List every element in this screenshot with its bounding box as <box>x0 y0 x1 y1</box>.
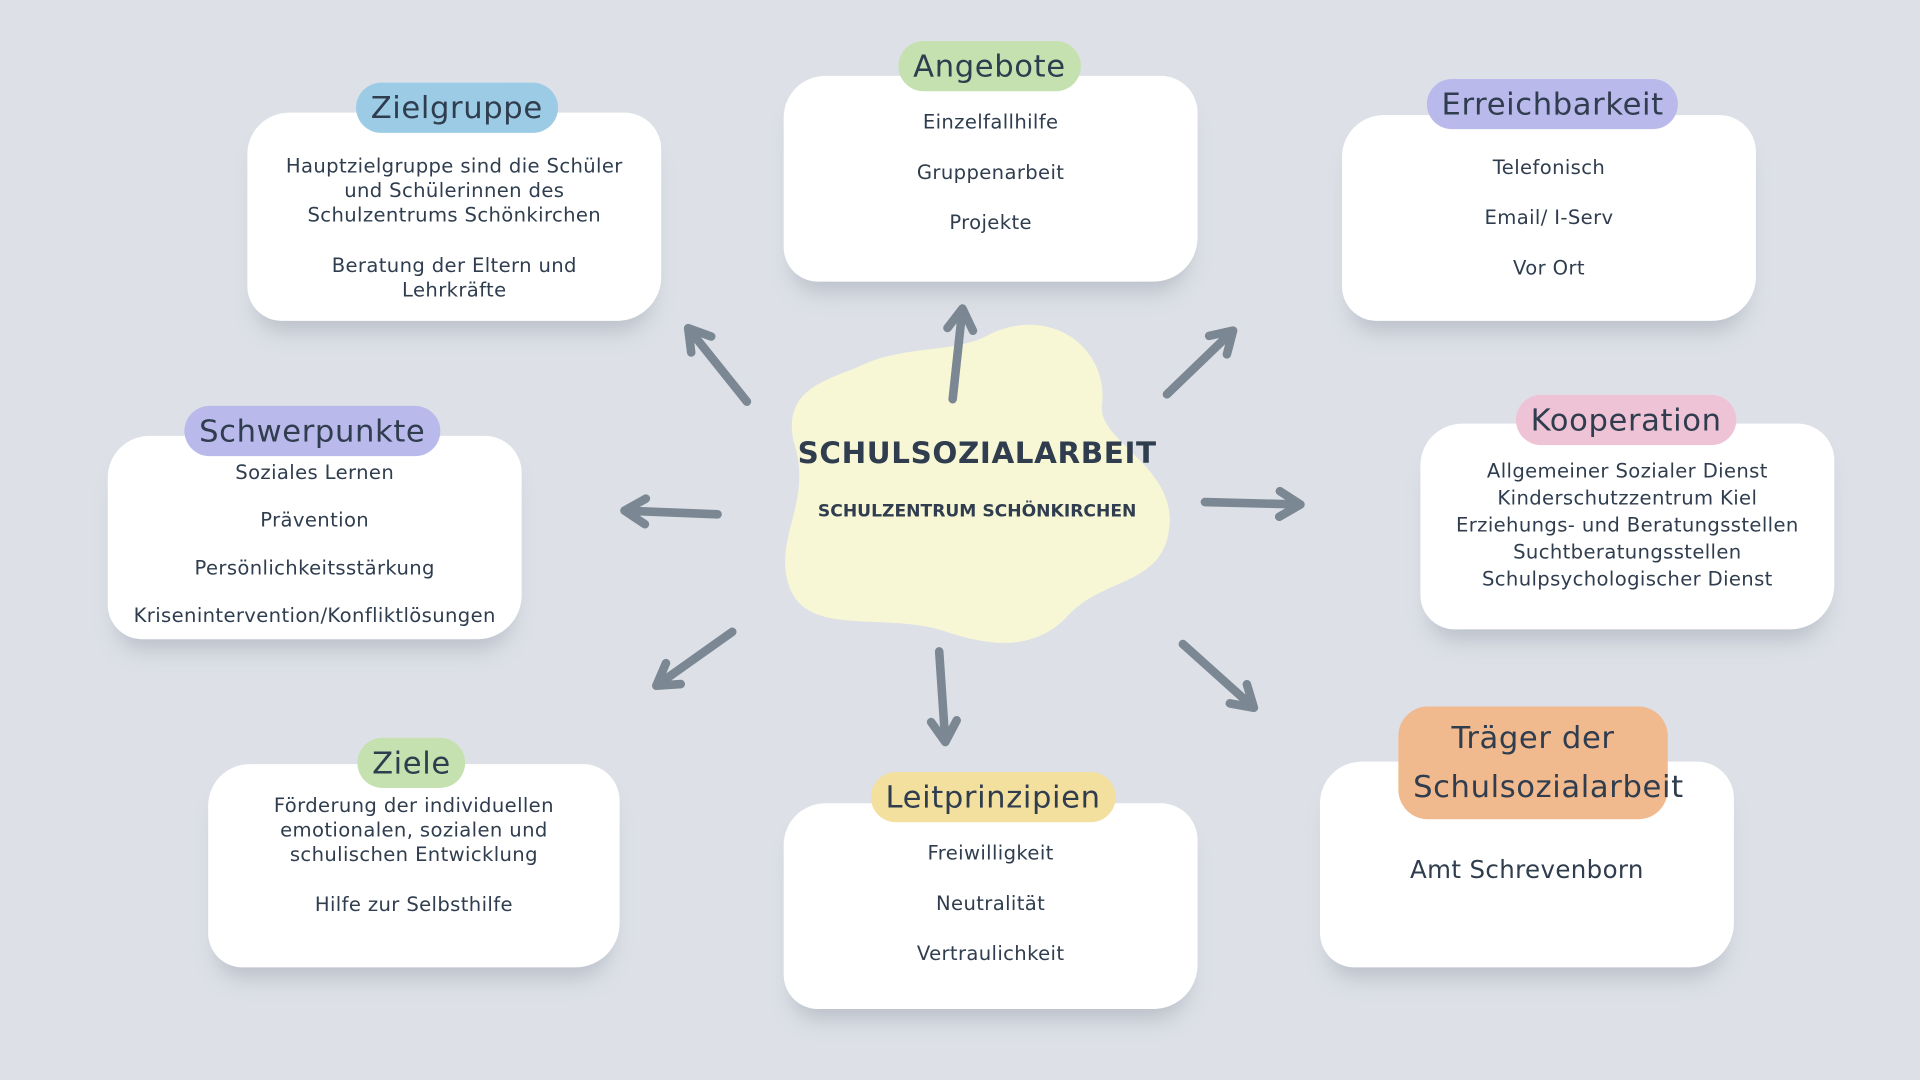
card-title-kooperation: Kooperation <box>1515 394 1737 446</box>
card-item: Email/ I-Serv <box>1484 205 1614 229</box>
card-item: Förderung der individuellen emotionalen,… <box>273 793 554 866</box>
center-blob <box>785 324 1170 643</box>
card-item: Persönlichkeitsstärkung <box>194 555 435 580</box>
card-angebote: Einzelfallhilfe Gruppenarbeit Projekte <box>783 75 1198 282</box>
card-item: Prävention <box>260 508 370 532</box>
card-item: Neutralität <box>936 891 1046 915</box>
card-item: Freiwilligkeit <box>927 841 1054 865</box>
card-item: Erziehungs- und Beratungsstellen <box>1456 513 1799 537</box>
center-title: SCHULSOZIALARBEIT <box>797 435 1157 471</box>
center-topic: SCHULSOZIALARBEIT SCHULZENTRUM SCHÖNKIRC… <box>784 416 1171 522</box>
card-title-erreichbarkeit: Erreichbarkeit <box>1426 78 1679 130</box>
card-item: Soziales Lernen <box>235 460 395 484</box>
arrow-4 <box>620 494 722 529</box>
card-erreichbarkeit: Telefonisch Email/ I-Serv Vor Ort <box>1342 115 1756 321</box>
card-title-zielgruppe: Zielgruppe <box>356 82 558 133</box>
arrow-3 <box>1162 326 1238 399</box>
card-item: Gruppenarbeit <box>916 160 1065 184</box>
arrow-2 <box>943 304 978 404</box>
center-subtitle: SCHULZENTRUM SCHÖNKIRCHEN <box>817 502 1137 522</box>
card-zielgruppe: Hauptzielgruppe sind die Schüler und Sch… <box>247 112 662 321</box>
card-item: Schulpsychologischer Dienst <box>1481 566 1773 591</box>
arrow-6 <box>652 627 737 691</box>
card-title-ziele: Ziele <box>357 737 466 788</box>
card-leitprinzipien: Freiwilligkeit Neutralität Vertraulichke… <box>783 803 1198 1009</box>
card-item: Beratung der Eltern und Lehrkräfte <box>331 253 577 302</box>
card-title-traeger: Träger der Schulsozialarbeit <box>1398 706 1683 820</box>
card-item: Amt Schrevenborn <box>1410 854 1644 885</box>
card-item: Hilfe zur Selbsthilfe <box>314 892 513 916</box>
arrow-5 <box>1200 486 1305 522</box>
card-kooperation: Allgemeiner Sozialer Dienst Kinderschutz… <box>1420 423 1835 630</box>
card-schwerpunkte: Soziales Lernen Prävention Persönlichkei… <box>107 435 522 640</box>
card-item: Krisenintervention/Konfliktlösungen <box>133 603 496 627</box>
card-ziele: Förderung der individuellen emotionalen,… <box>208 764 620 968</box>
arrow-8 <box>1178 639 1259 713</box>
card-item: Einzelfallhilfe <box>922 110 1059 134</box>
card-item: Telefonisch <box>1492 155 1606 179</box>
arrow-7 <box>926 647 961 747</box>
arrow-1 <box>683 323 752 406</box>
card-item: Vertraulichkeit <box>916 941 1065 965</box>
card-title-leitprinzipien: Leitprinzipien <box>870 772 1116 823</box>
card-item: Allgemeiner Sozialer Dienst <box>1486 459 1768 483</box>
card-item: Projekte <box>949 210 1032 234</box>
card-item: Vor Ort <box>1513 255 1585 280</box>
card-title-angebote: Angebote <box>898 41 1081 92</box>
card-item: Kinderschutzzentrum Kiel <box>1497 486 1758 510</box>
card-title-schwerpunkte: Schwerpunkte <box>184 405 441 457</box>
card-item: Hauptzielgruppe sind die Schüler und Sch… <box>285 154 623 227</box>
card-item: Suchtberatungsstellen <box>1513 540 1742 564</box>
